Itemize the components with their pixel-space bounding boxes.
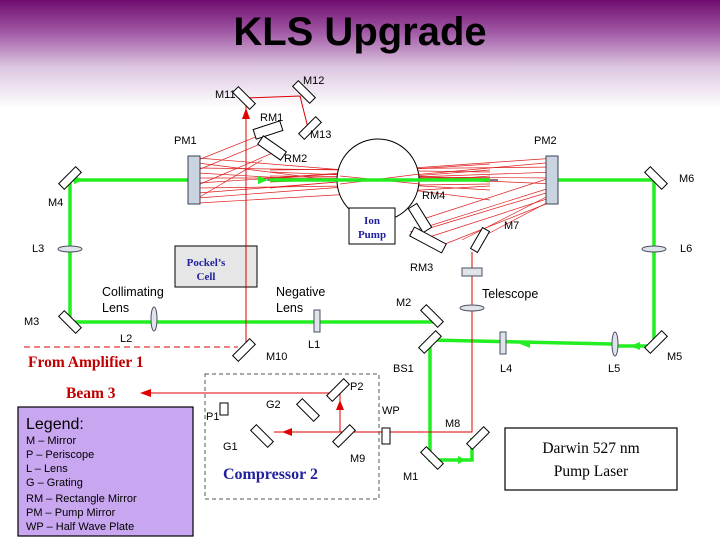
rect-mirror-rm2 bbox=[256, 135, 288, 161]
lens-l5 bbox=[611, 331, 619, 357]
lens-l2 bbox=[150, 306, 158, 332]
pump-mirror-pm1 bbox=[187, 155, 201, 205]
label-m8: M8 bbox=[445, 418, 460, 430]
legend-item: P – Periscope bbox=[26, 449, 94, 461]
label-l4: L4 bbox=[500, 363, 512, 375]
mirror-m9 bbox=[331, 423, 357, 449]
title-banner bbox=[0, 0, 720, 108]
label-bs1: BS1 bbox=[393, 363, 414, 375]
label-p2: P2 bbox=[350, 381, 363, 393]
legend-title: Legend: bbox=[26, 416, 84, 433]
periscope-p1 bbox=[219, 402, 229, 416]
ion-pump-label-1: Ion bbox=[364, 215, 380, 227]
legend-item: G – Grating bbox=[26, 477, 83, 489]
label-m12: M12 bbox=[303, 75, 324, 87]
label-m9: M9 bbox=[350, 453, 365, 465]
mirror-m1 bbox=[419, 445, 445, 471]
ion-pump-label-2: Pump bbox=[358, 229, 386, 241]
label-collimating-2: Lens bbox=[102, 301, 129, 315]
label-m1: M1 bbox=[403, 471, 418, 483]
lens-l4 bbox=[499, 331, 507, 355]
compressor-2-box bbox=[204, 373, 380, 500]
label-m3: M3 bbox=[24, 316, 39, 328]
lens-l6 bbox=[641, 245, 667, 253]
label-l5: L5 bbox=[608, 363, 620, 375]
pump-mirror-pm2 bbox=[545, 155, 559, 205]
pump-laser-label-1: Darwin 527 nm bbox=[542, 440, 639, 457]
ion-pump-box bbox=[348, 207, 396, 245]
mirror-m10 bbox=[231, 337, 257, 363]
legend-item: M – Mirror bbox=[26, 435, 76, 447]
page-title: KLS Upgrade bbox=[233, 10, 487, 54]
beamsplitter-bs1 bbox=[417, 329, 443, 355]
grating-g2 bbox=[295, 397, 321, 423]
mirror-m11 bbox=[231, 85, 257, 111]
mirror-m12 bbox=[291, 79, 317, 105]
telescope-lens-top bbox=[461, 267, 483, 277]
label-collimating-1: Collimating bbox=[102, 285, 164, 299]
mirror-m6 bbox=[643, 165, 669, 191]
pockels-cell-label-2: Cell bbox=[197, 271, 216, 283]
mirror-m3 bbox=[57, 309, 83, 335]
label-m2: M2 bbox=[396, 297, 411, 309]
label-rm2: RM2 bbox=[284, 153, 307, 165]
label-pm1: PM1 bbox=[174, 135, 197, 147]
mirror-m2 bbox=[419, 303, 445, 329]
label-rm1: RM1 bbox=[260, 112, 283, 124]
label-m6: M6 bbox=[679, 173, 694, 185]
legend: Legend: M – Mirror P – Periscope L – Len… bbox=[17, 406, 194, 537]
beam-3-label: Beam 3 bbox=[66, 385, 116, 402]
label-negative-1: Negative bbox=[276, 285, 325, 299]
lens-l1 bbox=[313, 309, 321, 333]
label-l6: L6 bbox=[680, 243, 692, 255]
mirror-m4 bbox=[57, 165, 83, 191]
legend-box bbox=[17, 406, 194, 537]
label-rm3: RM3 bbox=[410, 262, 433, 274]
from-amplifier-label: From Amplifier 1 bbox=[28, 354, 144, 371]
telescope-lens-bottom bbox=[459, 304, 485, 312]
label-p1: P1 bbox=[206, 411, 219, 423]
label-g1: G1 bbox=[223, 441, 238, 453]
label-telescope: Telescope bbox=[482, 287, 538, 301]
pump-laser-label-2: Pump Laser bbox=[554, 463, 629, 480]
label-l3: L3 bbox=[32, 243, 44, 255]
legend-item: PM – Pump Mirror bbox=[26, 507, 116, 519]
label-m11: M11 bbox=[215, 89, 236, 101]
lens-l3 bbox=[57, 245, 83, 253]
periscope-p2 bbox=[325, 377, 351, 403]
label-l2: L2 bbox=[120, 333, 132, 345]
pockels-cell-box bbox=[174, 245, 258, 288]
grating-g1 bbox=[249, 423, 275, 449]
label-m7: M7 bbox=[504, 220, 519, 232]
label-pm2: PM2 bbox=[534, 135, 557, 147]
label-m5: M5 bbox=[667, 351, 682, 363]
compressor-label: Compressor 2 bbox=[223, 466, 318, 483]
mirror-m7 bbox=[469, 226, 491, 254]
label-wp: WP bbox=[382, 405, 400, 417]
label-l1: L1 bbox=[308, 339, 320, 351]
seed-beam-path bbox=[24, 95, 473, 433]
label-g2: G2 bbox=[266, 399, 281, 411]
half-wave-plate bbox=[381, 427, 391, 445]
rect-mirror-rm3 bbox=[409, 226, 447, 254]
label-rm4: RM4 bbox=[422, 190, 445, 202]
mirror-m5 bbox=[643, 329, 669, 355]
rect-mirror-rm4 bbox=[407, 202, 433, 234]
legend-item: L – Lens bbox=[26, 463, 68, 475]
mirror-m13 bbox=[297, 115, 323, 141]
pockels-cell-label-1: Pockel’s bbox=[187, 257, 226, 269]
label-m13: M13 bbox=[310, 129, 331, 141]
label-negative-2: Lens bbox=[276, 301, 303, 315]
label-m10: M10 bbox=[266, 351, 287, 363]
mirror-m8 bbox=[465, 425, 491, 451]
label-m4: M4 bbox=[48, 197, 63, 209]
legend-item: WP – Half Wave Plate bbox=[26, 521, 134, 533]
rect-mirror-rm1 bbox=[252, 120, 284, 140]
legend-item: RM – Rectangle Mirror bbox=[26, 493, 137, 505]
pump-laser-box bbox=[504, 427, 678, 491]
